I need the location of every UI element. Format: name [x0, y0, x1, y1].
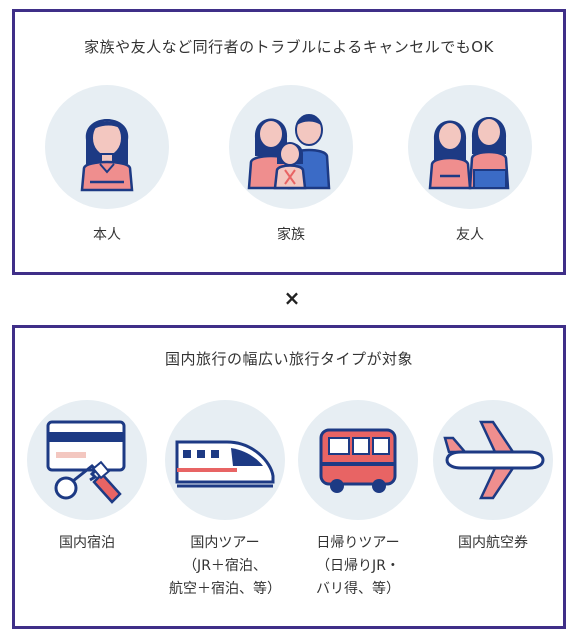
domestic-tour-label: 国内ツアー （JR＋宿泊、 航空＋宿泊、等） [165, 532, 285, 601]
friend-label: 友人 [456, 227, 484, 243]
multiply-sign: × [283, 286, 301, 310]
companion-panel-title: 家族や友人など同行者のトラブルによるキャンセルでもOK [84, 38, 494, 56]
day-trip-icon-circle [298, 400, 418, 520]
bullet-train-icon [175, 440, 275, 488]
day-tour-label-line-2: （日帰りJR・ [316, 558, 400, 574]
trip-type-panel: 国内旅行の幅広い旅行タイプが対象 国内宿泊 国内ツアー （JR＋宿泊、 航 [12, 325, 566, 629]
hotel-icon-circle [27, 400, 147, 520]
domestic-tour-label-line-3: 航空＋宿泊、等） [169, 581, 281, 597]
day-tour-label-line-3: バリ得、等） [316, 581, 400, 597]
day-tour-label: 日帰りツアー （日帰りJR・ バリ得、等） [298, 532, 418, 601]
domestic-stay-label: 国内宿泊 [27, 532, 147, 555]
hotel-keycard-icon [46, 420, 126, 504]
domestic-stay-label-line: 国内宿泊 [59, 535, 115, 551]
family-label: 家族 [277, 227, 305, 243]
domestic-tour-label-line-1: 国内ツアー [190, 535, 260, 551]
family-icon-circle [229, 85, 353, 209]
trip-type-panel-title: 国内旅行の幅広い旅行タイプが対象 [164, 350, 413, 368]
airplane-icon [443, 420, 545, 500]
tour-icon-circle [165, 400, 285, 520]
self-icon-circle [45, 85, 169, 209]
flight-icon-circle [433, 400, 553, 520]
day-tour-label-line-1: 日帰りツアー [316, 535, 400, 551]
single-person-icon [80, 119, 134, 192]
bus-icon [319, 428, 397, 493]
self-label: 本人 [93, 227, 121, 243]
domestic-air-ticket-label: 国内航空券 [433, 532, 553, 555]
two-friends-icon [428, 117, 510, 190]
companion-cancellation-panel: 家族や友人など同行者のトラブルによるキャンセルでもOK 本人 [12, 9, 566, 275]
family-icon [247, 114, 331, 190]
domestic-tour-label-line-2: （JR＋宿泊、 [183, 558, 267, 574]
friends-icon-circle [408, 85, 532, 209]
domestic-air-ticket-label-line: 国内航空券 [458, 535, 528, 551]
